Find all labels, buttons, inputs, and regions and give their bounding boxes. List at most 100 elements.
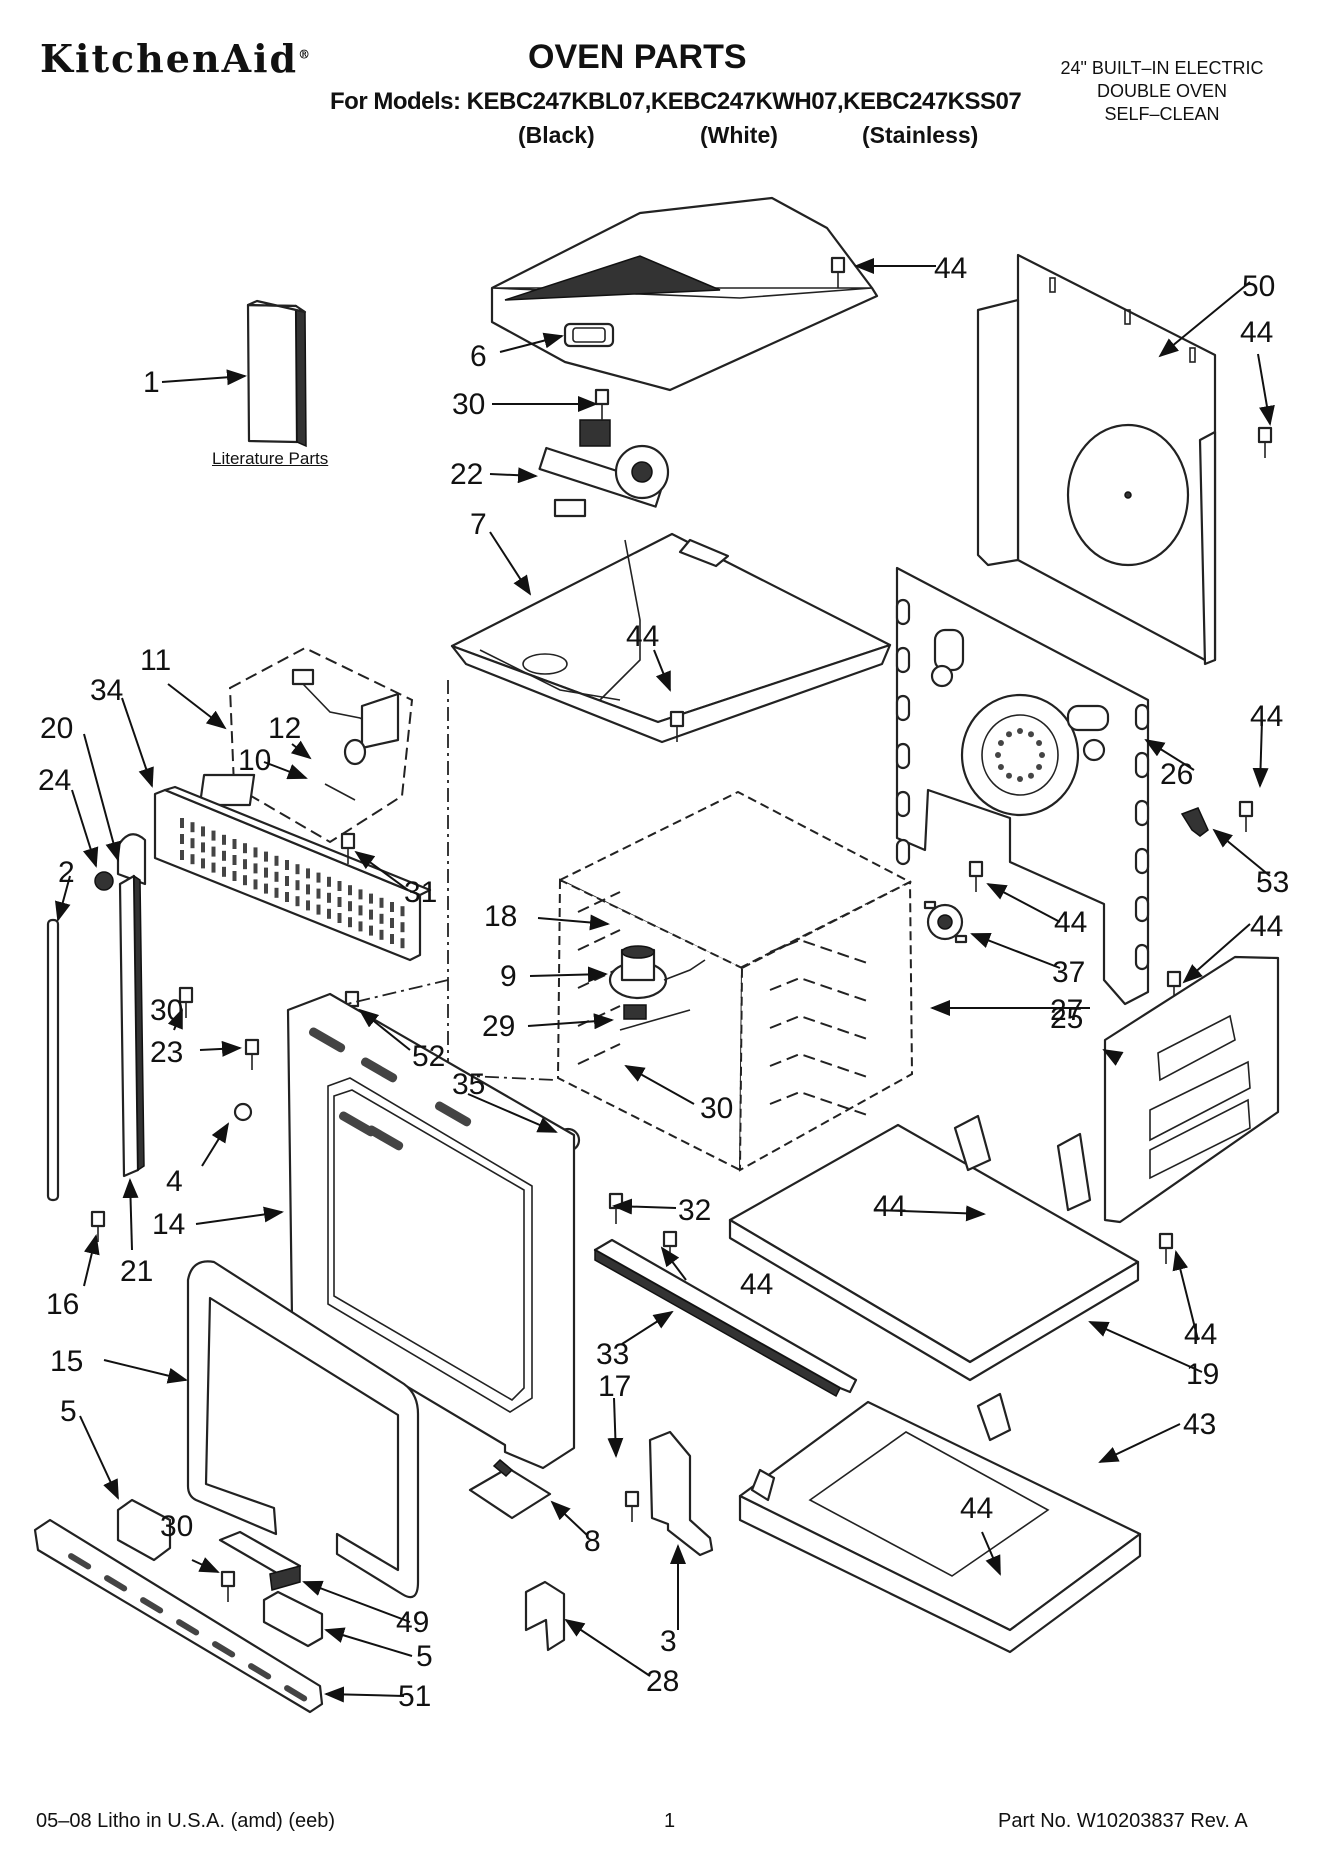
callout-5-lower: 5 — [416, 1640, 433, 1673]
grille-slot — [295, 864, 300, 875]
leader-line — [624, 1065, 695, 1105]
screw-head — [594, 388, 610, 406]
callout-30-left: 30 — [150, 994, 184, 1027]
leader-line — [79, 1415, 119, 1500]
door-gasket — [186, 1260, 420, 1599]
callout-28: 28 — [646, 1665, 680, 1698]
registered-mark: ® — [298, 47, 311, 62]
screw — [968, 860, 984, 892]
grille-slot — [390, 902, 394, 912]
callout-9: 9 — [500, 960, 517, 993]
rear-panel — [895, 566, 1150, 1006]
grille-slot — [232, 855, 237, 865]
product-description-line-3: SELF–CLEAN — [1104, 104, 1220, 124]
leader-line — [167, 683, 227, 730]
screw — [669, 710, 685, 742]
brand-logo: KitchenAid® — [40, 36, 310, 81]
grille-slot — [180, 850, 184, 860]
screw-head — [669, 710, 685, 728]
grille-slot — [264, 867, 268, 878]
grille-slot — [222, 834, 226, 845]
grille-slot — [285, 860, 289, 870]
leader-line — [1102, 1049, 1124, 1066]
callout-25: 25 — [1050, 1002, 1084, 1035]
grille-slot — [369, 909, 373, 920]
callout-11: 11 — [140, 644, 172, 677]
leader-line — [358, 1008, 411, 1051]
top-liner-panel — [450, 532, 892, 744]
grille-slot — [327, 908, 331, 919]
back-cover-panel — [976, 253, 1217, 666]
callout-10: 10 — [238, 744, 272, 777]
rack-support — [577, 929, 621, 951]
door-frame — [286, 992, 576, 1470]
fan-hole — [997, 764, 1004, 770]
grille-slot — [285, 892, 289, 902]
fan-hole — [1006, 772, 1012, 779]
vent-grille — [153, 785, 432, 962]
callout-44-liner: 44 — [626, 620, 660, 653]
hinge-clip — [1180, 807, 1209, 837]
callout-8: 8 — [584, 1525, 601, 1558]
finish-stainless: (Stainless) — [862, 122, 979, 148]
screw-head — [340, 832, 356, 850]
leader-line — [324, 1627, 413, 1657]
callout-52: 52 — [412, 1040, 446, 1073]
leader-line — [660, 1246, 687, 1281]
leader-line — [1252, 719, 1269, 788]
screw-head — [220, 1570, 236, 1588]
rear-tab — [895, 742, 911, 770]
grille-slot — [222, 850, 226, 861]
callout-44-clip: 44 — [1250, 700, 1284, 733]
callout-27: 27 — [1050, 994, 1084, 1027]
screw — [340, 832, 356, 864]
leader-line — [621, 1310, 674, 1345]
drip-tray — [738, 1392, 1142, 1654]
rack-support — [769, 976, 871, 1003]
convection-element — [608, 945, 706, 1000]
door-bottom-trim — [33, 1518, 324, 1714]
callout-2: 2 — [58, 856, 75, 889]
callout-19: 19 — [1186, 1358, 1220, 1391]
callout-6: 6 — [470, 340, 487, 373]
leader-line — [986, 883, 1061, 923]
hinge-bracket — [648, 1430, 714, 1557]
screw-head — [244, 1038, 260, 1056]
grille-slot — [316, 872, 321, 883]
callout-4: 4 — [166, 1165, 183, 1198]
rear-tab — [1134, 895, 1150, 923]
trim-slot — [140, 1597, 164, 1614]
screw-head — [662, 1230, 678, 1248]
callout-53: 53 — [1256, 866, 1290, 899]
grille-slot — [306, 868, 310, 879]
trim-slot — [212, 1641, 236, 1658]
callout-32: 32 — [678, 1194, 712, 1227]
grille-slot — [264, 883, 268, 894]
fan-hole — [1017, 728, 1023, 734]
leader-line — [1098, 1423, 1181, 1463]
grille-slot — [211, 862, 216, 873]
callout-34: 34 — [90, 674, 124, 707]
leader-line — [167, 1008, 183, 1031]
callout-15: 15 — [50, 1345, 84, 1378]
rack-support — [577, 891, 621, 913]
callout-49: 49 — [396, 1606, 430, 1639]
grille-slot — [232, 839, 237, 849]
grille-slot — [274, 871, 279, 882]
screw — [1166, 970, 1182, 1002]
callout-24: 24 — [38, 764, 72, 797]
callout-37: 37 — [1052, 956, 1086, 989]
leader-line — [489, 467, 538, 484]
leader-line — [1172, 1250, 1199, 1341]
door-slot — [366, 1125, 404, 1151]
grille-slot — [264, 851, 268, 862]
trim-slot — [248, 1663, 272, 1680]
screw — [220, 1570, 236, 1602]
callout-50: 50 — [1242, 270, 1276, 303]
thermal-cutoff — [923, 900, 968, 944]
side-panel — [1103, 955, 1280, 1224]
screw — [624, 1490, 640, 1522]
grille-slot — [327, 876, 331, 887]
rack-support — [577, 1043, 621, 1065]
